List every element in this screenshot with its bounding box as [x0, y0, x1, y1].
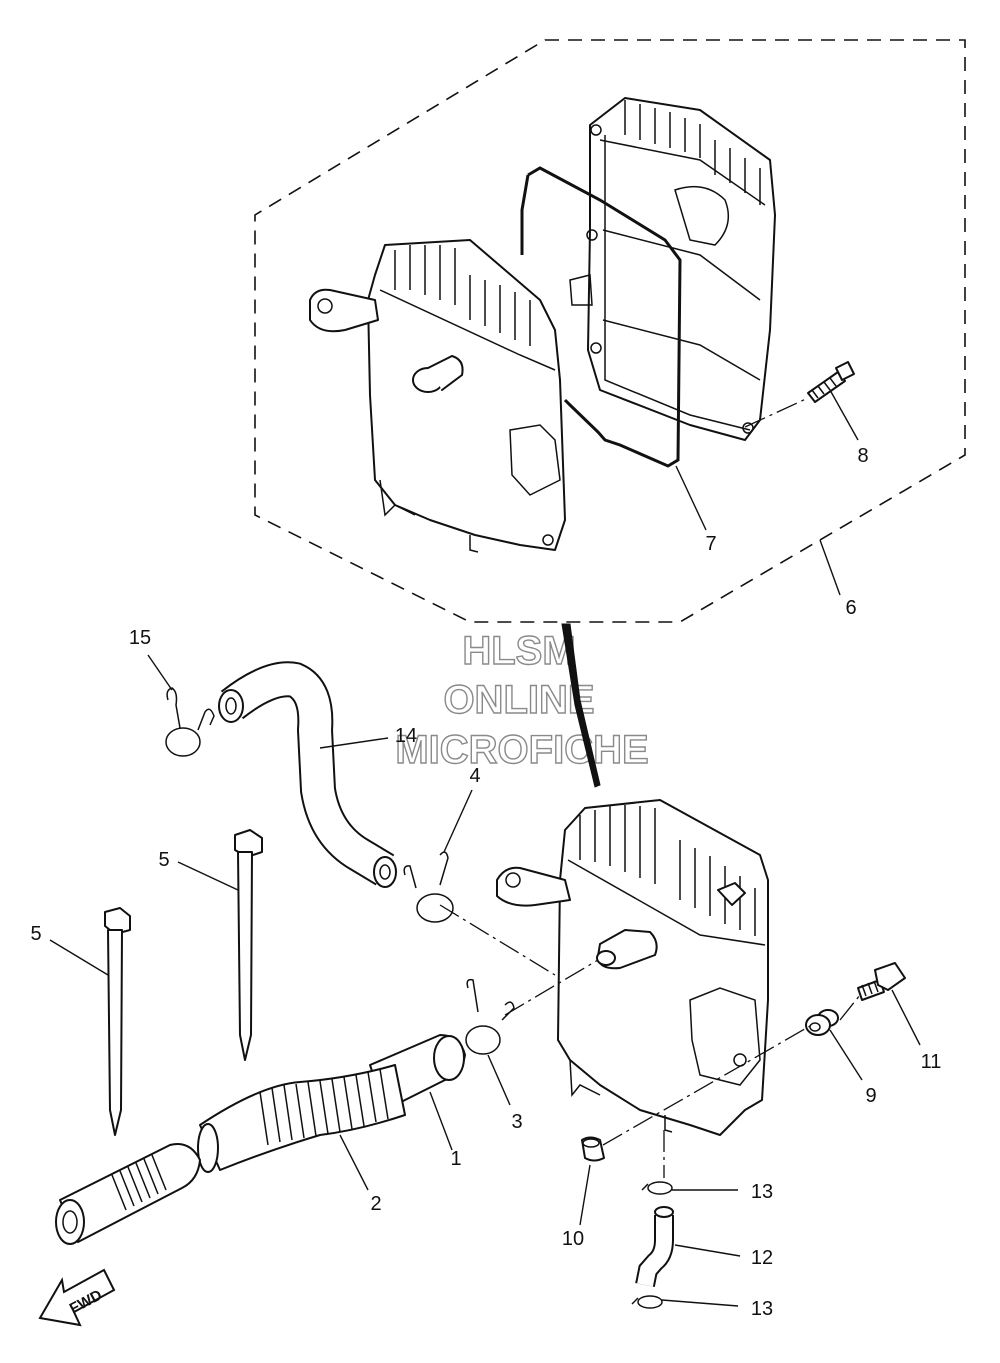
- callout-11: 11: [921, 1051, 942, 1073]
- callout-5-right: 5: [158, 849, 169, 871]
- hose-14: [218, 661, 397, 888]
- callout-13-upper: 13: [751, 1181, 773, 1203]
- cable-tie-5-left: [104, 907, 131, 1136]
- grommet-10: [581, 1136, 605, 1162]
- bellows-2: [197, 1064, 406, 1173]
- callout-12: 12: [751, 1247, 773, 1269]
- installed-assembly: [496, 799, 769, 1136]
- clip-15: [165, 687, 215, 757]
- screw: [807, 361, 855, 403]
- exploded-housing-body: [309, 239, 566, 553]
- callout-8: 8: [857, 445, 868, 467]
- callout-2: 2: [370, 1193, 381, 1215]
- assembly-boundary: [254, 39, 966, 623]
- clamp-13-lower: [631, 1295, 663, 1309]
- watermark-line3: MICROFICHE: [395, 728, 648, 772]
- callout-6: 6: [845, 597, 856, 619]
- watermark: HLSM ONLINE MICROFICHE: [395, 628, 650, 772]
- clip-3: [465, 978, 515, 1055]
- gasket: [527, 166, 682, 468]
- watermark-line2: ONLINE: [443, 678, 594, 722]
- callout-9: 9: [865, 1085, 876, 1107]
- intake-hose-left: [55, 1143, 201, 1245]
- exploded-cover-plate: [569, 97, 776, 441]
- callout-4: 4: [469, 765, 480, 787]
- small-hose-12: [635, 1206, 674, 1287]
- callout-7: 7: [705, 533, 716, 555]
- gasket-edge: [520, 174, 530, 255]
- callout-14: 14: [395, 725, 417, 747]
- assembly-lines: [439, 397, 861, 1178]
- forward-arrow: FWD: [38, 1268, 116, 1327]
- watermark-line1: HLSM: [462, 629, 575, 673]
- callout-1: 1: [450, 1148, 461, 1170]
- grommet-9: [805, 1009, 839, 1036]
- callout-13-lower: 13: [751, 1298, 773, 1320]
- callout-5-left: 5: [30, 923, 41, 945]
- clip-4: [403, 851, 454, 923]
- callout-numbers: 1 2 3 4 5 5 6 7 8 9 10 11 12 13 13 14 15: [30, 445, 941, 1320]
- bolt-11: [857, 962, 906, 1001]
- callout-15: 15: [129, 627, 151, 649]
- clamp-13-upper: [641, 1181, 673, 1195]
- callout-3: 3: [511, 1111, 522, 1133]
- callout-10: 10: [562, 1228, 584, 1250]
- cable-tie-5-right: [234, 829, 263, 1061]
- callout-leaders: [49, 389, 921, 1307]
- assembly-leader: [561, 623, 601, 788]
